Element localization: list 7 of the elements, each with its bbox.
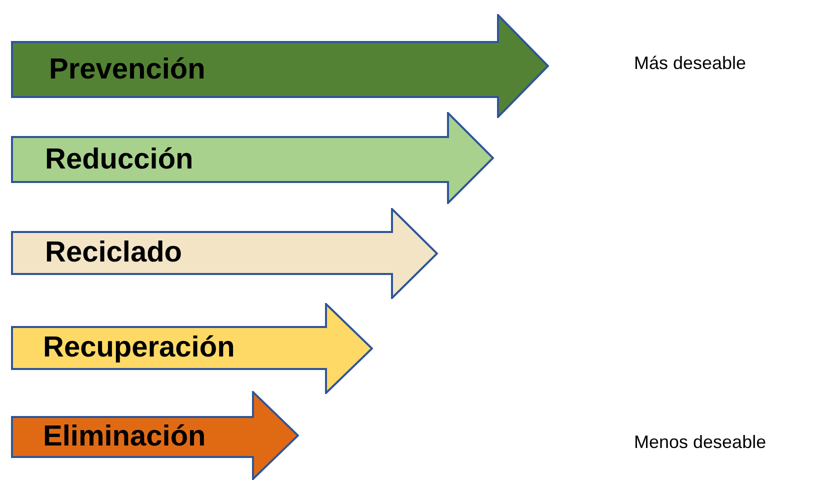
arrow-label: Reducción bbox=[45, 145, 194, 174]
arrow-label: Recuperación bbox=[43, 334, 235, 362]
note-text: Menos deseable bbox=[634, 431, 766, 454]
arrow-label: Eliminación bbox=[43, 422, 206, 452]
note-text: Más deseable bbox=[634, 52, 746, 75]
arrow-label: Reciclado bbox=[45, 238, 182, 268]
arrow-label: Prevención bbox=[49, 55, 206, 84]
